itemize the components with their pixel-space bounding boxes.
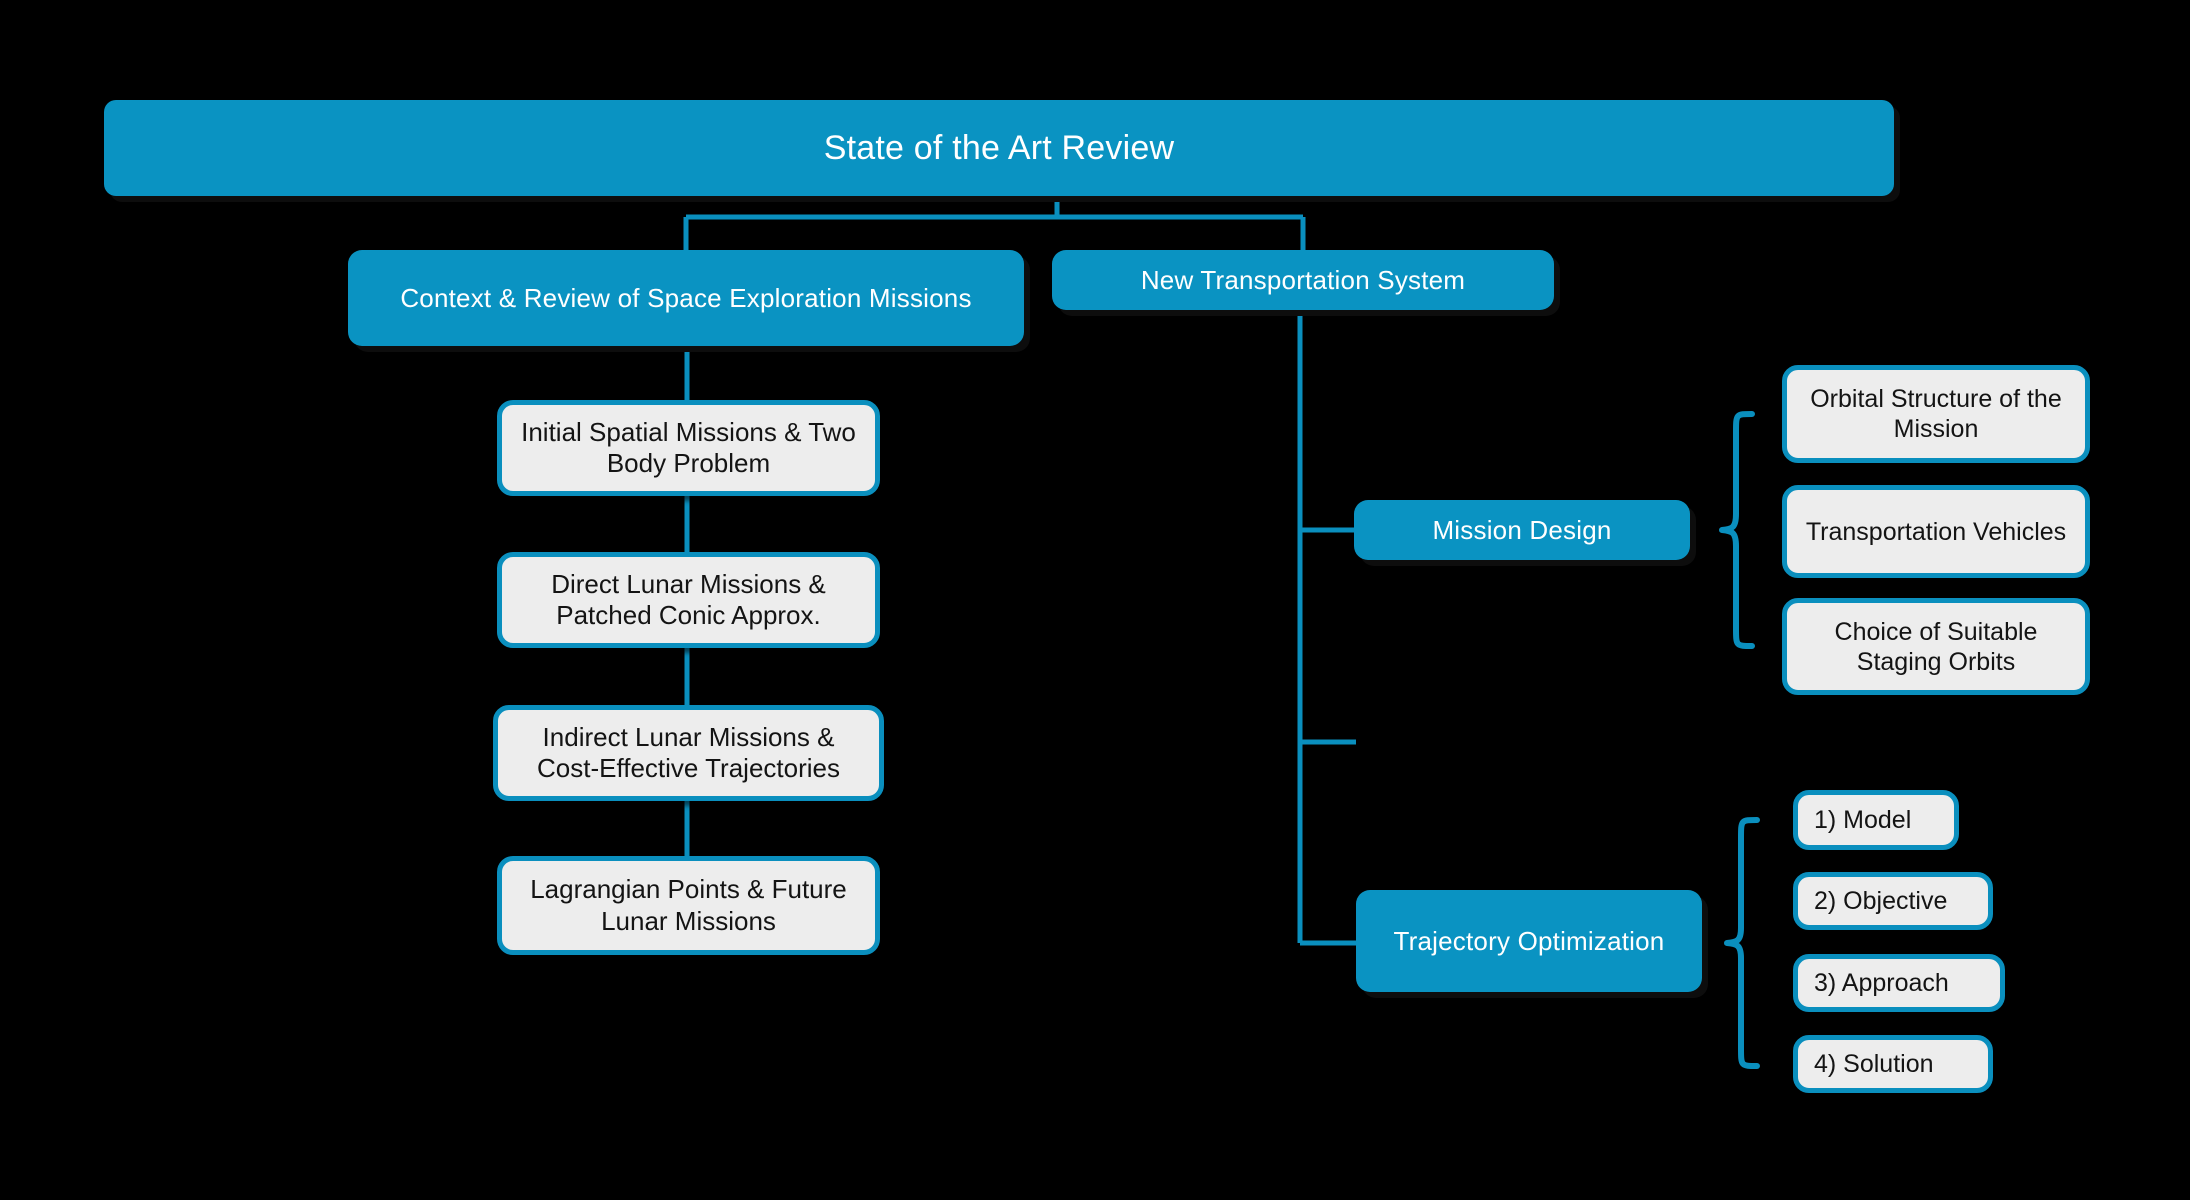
node-label: Transportation Vehicles <box>1805 517 2067 546</box>
node-choice-of-staging-orbits[interactable]: Choice of Suitable Staging Orbits <box>1782 598 2090 695</box>
node-label: Trajectory Optimization <box>1393 925 1665 956</box>
node-step-approach[interactable]: 3) Approach <box>1793 954 2005 1012</box>
node-context-and-review[interactable]: Context & Review of Space Exploration Mi… <box>348 250 1024 346</box>
node-mission-design[interactable]: Mission Design <box>1354 500 1690 560</box>
brace-mission-design <box>1719 411 1755 649</box>
node-state-of-the-art-review[interactable]: State of the Art Review <box>104 100 1894 196</box>
node-label: Choice of Suitable Staging Orbits <box>1834 617 2038 676</box>
node-initial-spatial-missions[interactable]: Initial Spatial Missions & Two Body Prob… <box>497 400 880 496</box>
node-step-model[interactable]: 1) Model <box>1793 790 1959 850</box>
node-label: Initial Spatial Missions & Two Body Prob… <box>521 416 856 478</box>
node-new-transportation-system[interactable]: New Transportation System <box>1052 250 1554 310</box>
brace-trajectory-optimization <box>1724 817 1760 1069</box>
node-lagrangian-points[interactable]: Lagrangian Points & Future Lunar Mission… <box>497 856 880 955</box>
node-direct-lunar-missions[interactable]: Direct Lunar Missions & Patched Conic Ap… <box>497 552 880 648</box>
node-label: Mission Design <box>1432 514 1612 545</box>
node-orbital-structure[interactable]: Orbital Structure of the Mission <box>1782 365 2090 463</box>
node-step-objective[interactable]: 2) Objective <box>1793 872 1993 930</box>
node-label: 1) Model <box>1814 806 1912 834</box>
node-label: Lagrangian Points & Future Lunar Mission… <box>530 874 847 936</box>
node-transportation-vehicles[interactable]: Transportation Vehicles <box>1782 485 2090 578</box>
node-label: 4) Solution <box>1814 1050 1934 1078</box>
node-label: New Transportation System <box>1140 264 1466 295</box>
node-step-solution[interactable]: 4) Solution <box>1793 1035 1993 1093</box>
node-label: 2) Objective <box>1814 887 1948 915</box>
node-label: Direct Lunar Missions & Patched Conic Ap… <box>551 568 826 630</box>
node-indirect-lunar-missions[interactable]: Indirect Lunar Missions & Cost-Effective… <box>493 705 884 801</box>
node-label: Context & Review of Space Exploration Mi… <box>400 282 972 313</box>
node-label: 3) Approach <box>1814 969 1949 997</box>
node-label: State of the Art Review <box>823 128 1175 167</box>
node-label: Orbital Structure of the Mission <box>1810 385 2062 443</box>
node-trajectory-optimization[interactable]: Trajectory Optimization <box>1356 890 1702 992</box>
node-label: Indirect Lunar Missions & Cost-Effective… <box>537 721 840 783</box>
